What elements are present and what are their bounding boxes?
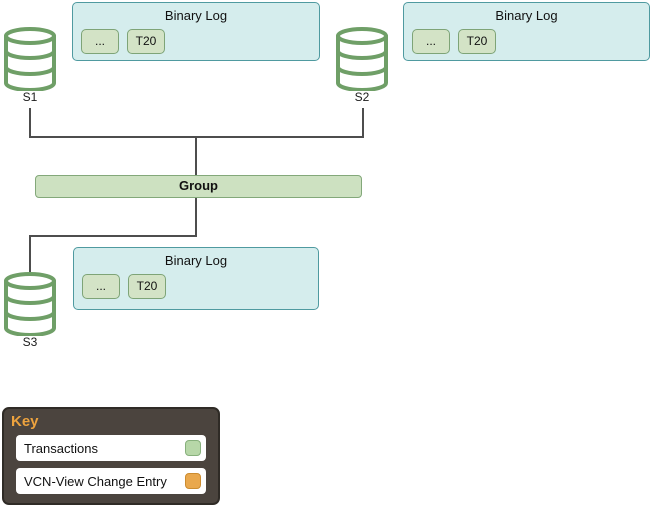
connector-line-from-group: [195, 198, 197, 236]
legend-label-vcn-view-change-entry: VCN-View Change Entry: [24, 473, 167, 489]
database-icon: [336, 27, 388, 91]
binary-log-title: Binary Log: [164, 8, 228, 23]
transactions-swatch: [185, 440, 201, 456]
server-s2: S2: [334, 27, 390, 104]
server-label-s3: S3: [22, 335, 38, 349]
binary-log-box-s3: Binary Log ... T20: [73, 247, 319, 310]
binary-log-title: Binary Log: [495, 8, 558, 23]
transaction-chip-ellipsis: ...: [81, 29, 119, 54]
binary-log-entries: ... T20: [404, 23, 649, 54]
server-s1: S1: [2, 27, 58, 104]
connector-line-to-group: [195, 136, 197, 175]
transaction-chip-ellipsis: ...: [412, 29, 450, 54]
database-icon: [4, 272, 56, 336]
server-label-s2: S2: [354, 90, 370, 104]
binary-log-box-s2: Binary Log ... T20: [403, 2, 650, 61]
connector-line-s1-down: [29, 108, 31, 137]
binary-log-entries: ... T20: [74, 268, 318, 299]
transaction-chip-t20: T20: [458, 29, 496, 54]
binary-log-entries: ... T20: [73, 23, 319, 54]
transaction-chip-t20: T20: [127, 29, 165, 54]
legend-title: Key: [11, 413, 39, 430]
legend-row-vcn-view-change-entry: VCN-View Change Entry: [16, 468, 206, 494]
database-icon: [4, 27, 56, 91]
transaction-chip-ellipsis: ...: [82, 274, 120, 299]
connector-line-s2-down: [362, 108, 364, 138]
binary-log-title: Binary Log: [164, 253, 228, 268]
transaction-chip-t20: T20: [128, 274, 166, 299]
server-s3: S3: [2, 272, 58, 349]
legend-label-transactions: Transactions: [24, 440, 98, 456]
legend-key: Key Transactions VCN-View Change Entry: [2, 407, 220, 505]
connector-line-bottom-horizontal: [29, 235, 197, 237]
server-label-s1: S1: [22, 90, 38, 104]
legend-row-transactions: Transactions: [16, 435, 206, 461]
group-node: Group: [35, 175, 362, 198]
binary-log-box-s1: Binary Log ... T20: [72, 2, 320, 61]
vcn-view-change-entry-swatch: [185, 473, 201, 489]
connector-line-s3-down: [29, 235, 31, 272]
